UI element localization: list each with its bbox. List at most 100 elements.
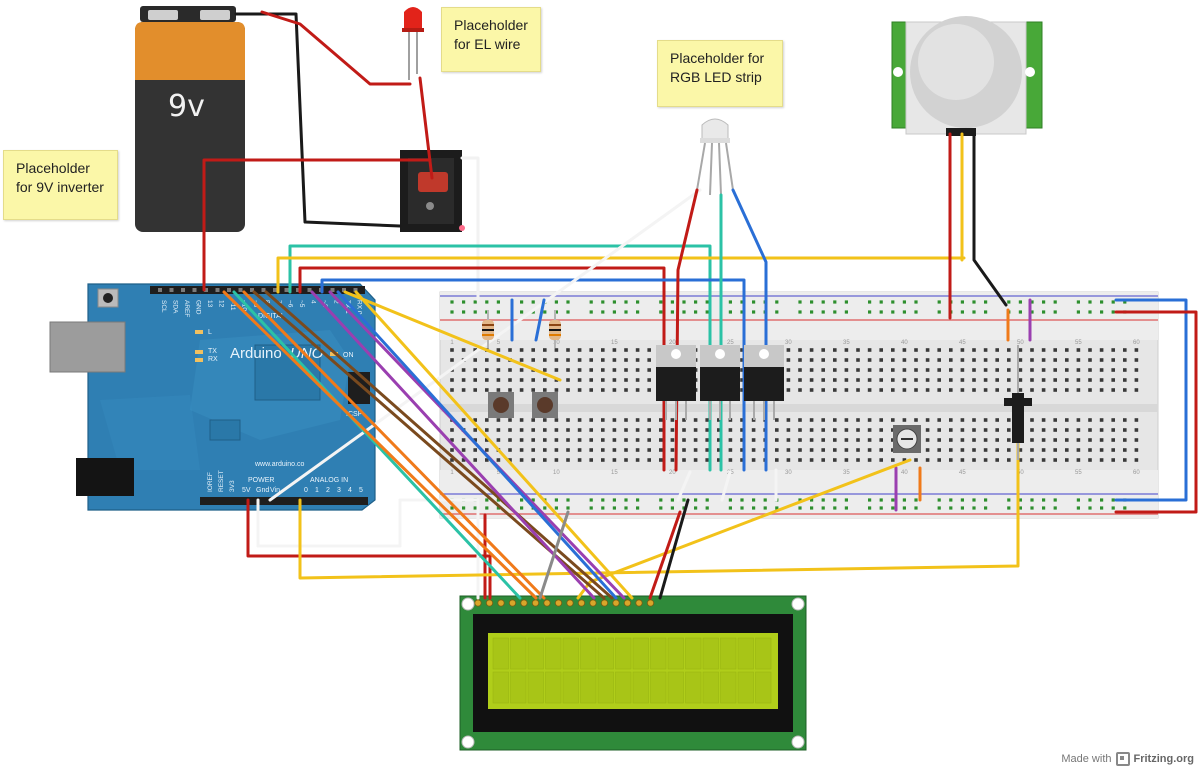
breadboard-hole [891, 368, 895, 372]
power-jack [76, 458, 134, 496]
breadboard-hole [601, 378, 605, 382]
breadboard-hole [577, 458, 582, 462]
rail-hole [844, 498, 848, 502]
header-pin[interactable] [169, 288, 174, 292]
header-pin[interactable] [273, 288, 277, 292]
breadboard-hole [531, 448, 535, 452]
breadboard-hole [531, 388, 535, 392]
lcd-pin[interactable] [600, 599, 609, 607]
breadboard-hole [577, 448, 582, 452]
header-pin[interactable] [158, 288, 162, 292]
breadboard-hole [937, 358, 941, 362]
breadboard-hole [1007, 378, 1011, 382]
breadboard-hole [612, 388, 617, 392]
header-pin[interactable] [215, 288, 220, 292]
breadboard-hole [983, 358, 988, 362]
breadboard-hole [937, 348, 941, 352]
header-pin[interactable] [307, 288, 312, 292]
breadboard-hole [624, 388, 628, 392]
breadboard-hole [1134, 428, 1139, 432]
rail-hole [473, 310, 477, 314]
lcd-pin[interactable] [543, 599, 551, 607]
breadboard-hole [809, 448, 814, 452]
breadboard-col-label: 55 [1075, 470, 1082, 476]
breadboard-hole [728, 438, 733, 442]
header-pin[interactable] [227, 288, 231, 292]
breadboard-hole [566, 458, 570, 462]
breadboard-hole [914, 458, 918, 462]
lcd-pin[interactable] [520, 599, 528, 607]
header-pin[interactable] [250, 288, 254, 292]
header-pin[interactable] [192, 288, 197, 292]
fritzing-credit[interactable]: Made with Fritzing.org [1061, 752, 1194, 766]
breadboard-hole [624, 458, 628, 462]
note-rgb-line1: Placeholder for [670, 50, 765, 66]
credit-brand[interactable]: Fritzing.org [1133, 753, 1195, 765]
header-pin[interactable] [330, 288, 335, 292]
header-pin[interactable] [342, 288, 346, 292]
breadboard-hole [740, 378, 744, 382]
header-pin[interactable] [353, 288, 358, 292]
breadboard-hole [635, 458, 640, 462]
lcd-pin[interactable] [612, 599, 620, 607]
lcd-pin[interactable] [531, 599, 540, 607]
pushbutton-1[interactable] [488, 392, 514, 418]
breadboard-hole [659, 418, 663, 422]
lcd-pin[interactable] [635, 599, 643, 607]
header-pin[interactable] [238, 288, 243, 292]
breadboard-hole [1088, 418, 1092, 422]
note-rgb-line2: RGB LED strip [670, 69, 762, 85]
wire-pot-yellow [576, 458, 912, 600]
breadboard-hole [786, 438, 791, 442]
rail-hole [1076, 310, 1080, 314]
breadboard-hole [473, 348, 477, 352]
breadboard-hole [995, 388, 999, 392]
rail-hole [1123, 506, 1127, 510]
lcd-pin[interactable] [646, 599, 655, 607]
breadboard-hole [1007, 368, 1011, 372]
lcd-pin[interactable] [577, 599, 586, 607]
header-pin[interactable] [204, 288, 208, 292]
breadboard-hole [496, 438, 501, 442]
breadboard-hole [1030, 438, 1034, 442]
breadboard-hole [879, 388, 883, 392]
rail-hole [728, 310, 732, 314]
arduino-pin-label: ~5 [298, 300, 305, 308]
breadboard-hole [461, 458, 466, 462]
header-pin[interactable] [261, 288, 266, 292]
lcd-pin[interactable] [497, 599, 505, 607]
lcd-pin[interactable] [474, 599, 482, 607]
header-pin[interactable] [296, 288, 300, 292]
breadboard-hole [1030, 458, 1034, 462]
lcd-pin[interactable] [485, 599, 494, 607]
breadboard-hole [1018, 358, 1023, 362]
transistor-3 [744, 345, 784, 420]
lcd-pin[interactable] [623, 599, 632, 607]
breadboard-hole [1111, 418, 1115, 422]
rail-hole [1053, 498, 1057, 502]
lcd-pin[interactable] [566, 599, 574, 607]
wire-rail-blue [1114, 298, 1188, 502]
lcd-pin[interactable] [554, 599, 563, 607]
breadboard-hole [972, 448, 976, 452]
lcd-pin[interactable] [508, 599, 517, 607]
breadboard-hole [670, 458, 675, 462]
breadboard-hole [786, 388, 791, 392]
potentiometer[interactable] [893, 425, 921, 453]
lcd-pin[interactable] [589, 599, 597, 607]
breadboard-hole [496, 348, 501, 352]
breadboard-hole [1134, 458, 1139, 462]
header-pin[interactable] [181, 288, 185, 292]
lcd-cell [667, 637, 684, 670]
pushbutton-2[interactable] [532, 392, 558, 418]
breadboard-hole [450, 378, 454, 382]
breadboard-hole [1088, 388, 1092, 392]
resistor-1 [482, 310, 494, 348]
breadboard-col-label: 60 [1133, 340, 1140, 346]
header-pin[interactable] [284, 288, 289, 292]
rail-hole [902, 498, 906, 502]
arduino-led-label: L [208, 329, 212, 336]
breadboard-hole [995, 428, 999, 432]
breadboard-hole [601, 418, 605, 422]
breadboard-hole [740, 368, 744, 372]
